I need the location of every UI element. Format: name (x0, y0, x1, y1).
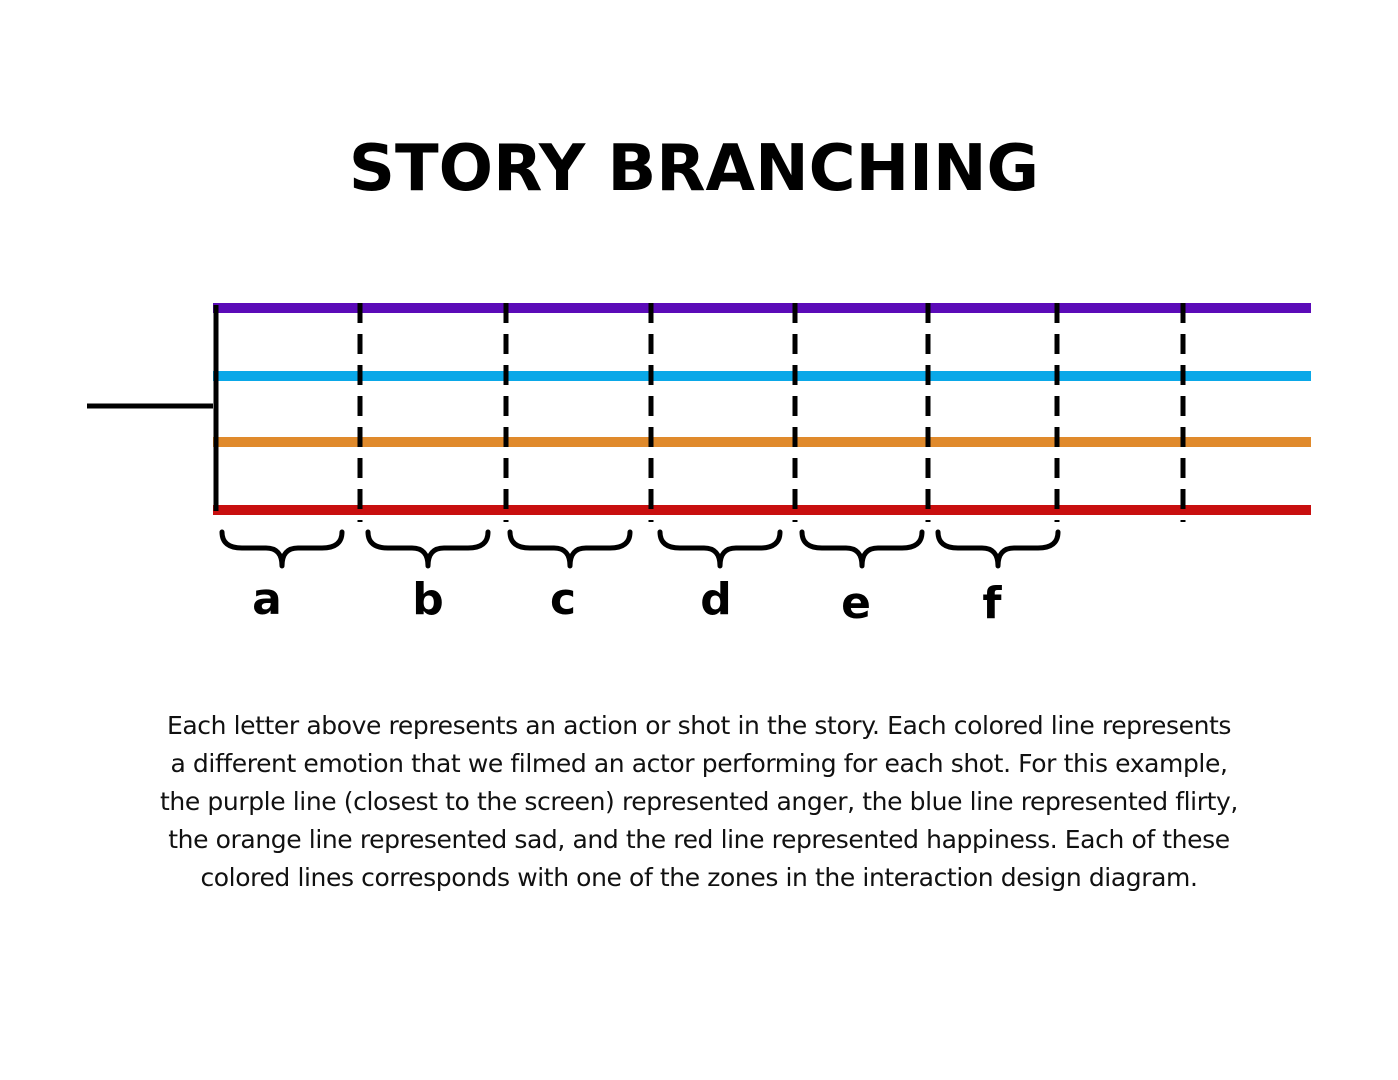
caption-line: the purple line (closest to the screen) … (160, 787, 1238, 816)
segment-brace (935, 529, 1061, 569)
segment-letter: c (550, 574, 576, 625)
diagram-title: STORY BRANCHING (349, 132, 1039, 206)
caption: Each letter above represents an action o… (90, 707, 1308, 897)
segment-letter: f (982, 578, 1002, 629)
caption-line: the orange line represented sad, and the… (168, 825, 1230, 854)
segment-letter: d (700, 574, 732, 625)
caption-line: Each letter above represents an action o… (166, 711, 1232, 740)
segment-brace (657, 529, 783, 569)
segment-letter: a (252, 574, 282, 625)
segment-letter: e (841, 578, 871, 629)
segment-letter: b (412, 574, 444, 625)
segment-letters: a b c d e f (252, 574, 1002, 629)
segment-brace (799, 529, 925, 569)
caption-line: a different emotion that we filmed an ac… (170, 749, 1228, 778)
segment-brace (219, 529, 345, 569)
caption-line: colored lines corresponds with one of th… (200, 863, 1198, 892)
segment-braces (219, 529, 1061, 569)
emotion-lines (213, 303, 1311, 515)
segment-brace (507, 529, 633, 569)
shot-dividers (357, 303, 1186, 522)
segment-brace (365, 529, 491, 569)
